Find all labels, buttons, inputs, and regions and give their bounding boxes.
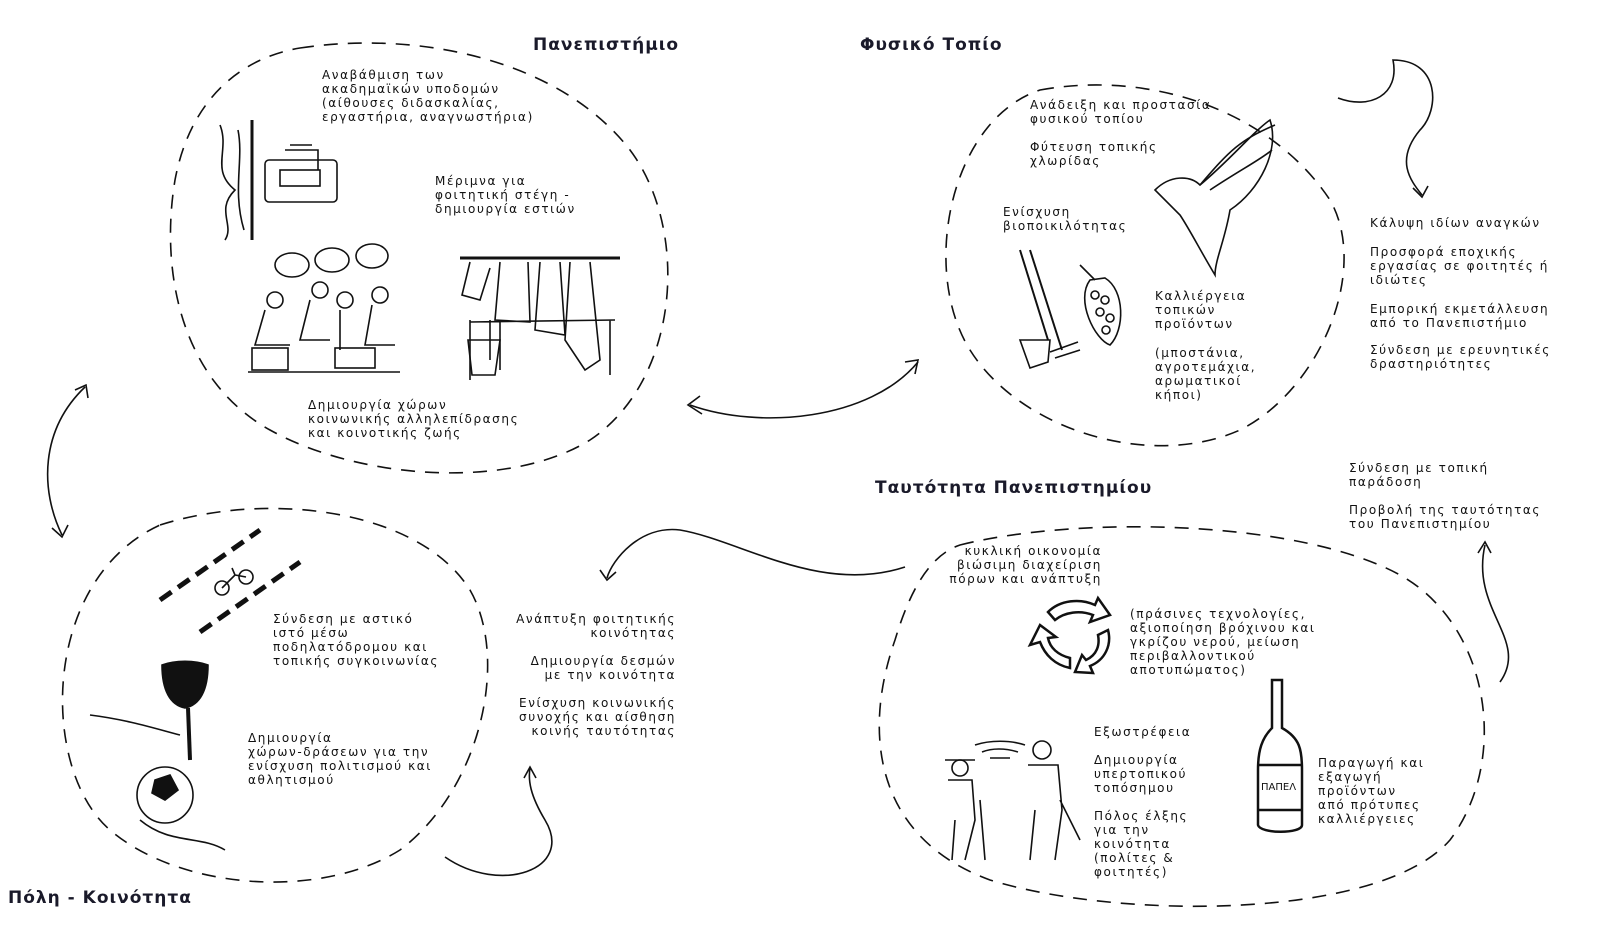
- university-item: Μέριμνα για φοιτητική στέγη - δημιουργία…: [435, 174, 576, 216]
- bird-sketch-icon: [1153, 118, 1276, 278]
- identity-item: (πράσινες τεχνολογίες, αξιοποίηση βρόχιν…: [1130, 607, 1316, 677]
- city-item: Σύνδεση με αστικό ιστό μέσω ποδηλατόδρομ…: [273, 612, 439, 668]
- nature-item: Καλλιέργεια τοπικών προϊόντων: [1155, 289, 1247, 331]
- arrowhead: [686, 359, 920, 415]
- bike-lane-sketch-icon: [158, 527, 302, 635]
- city-title: Πόλη - Κοινότητα: [8, 888, 192, 908]
- building-sketch-icon: [219, 120, 338, 241]
- nature-outside-item: Σύνδεση με ερευνητικές δραστηριότητες: [1370, 343, 1551, 371]
- double-arrow-university-city: [46, 386, 86, 536]
- identity-outside-item: Προβολή της ταυτότητας του Πανεπιστημίου: [1349, 503, 1542, 531]
- people-talking-sketch-icon: [248, 243, 400, 373]
- arrowhead: [51, 383, 89, 539]
- university-item: Δημιουργία χώρων κοινωνικής αλληλεπίδρασ…: [308, 398, 520, 440]
- clothesline-sketch-icon: [460, 256, 620, 380]
- arrowhead: [599, 569, 617, 582]
- nature-outside-item: Προσφορά εποχικής εργασίας σε φοιτητές ή…: [1370, 245, 1549, 287]
- identity-item: Εξωστρέφεια: [1094, 725, 1192, 739]
- identity-item: Παραγωγή και εξαγωγή προϊόντων από πρότυ…: [1318, 756, 1425, 826]
- university-title: Πανεπιστήμιο: [533, 35, 680, 55]
- university-item: Αναβάθμιση των ακαδημαϊκών υποδομών (αίθ…: [322, 68, 534, 124]
- identity-item: Δημιουργία υπερτοπικού τοπόσημου: [1094, 753, 1188, 795]
- city-outside-item: Ανάπτυξη φοιτητικής κοινότητας: [516, 612, 676, 640]
- double-arrow-university-nature: [689, 361, 919, 419]
- football-sketch-icon: [136, 766, 226, 851]
- nature-outside-item: Εμπορική εκμετάλλευση από το Πανεπιστήμι…: [1370, 302, 1550, 330]
- arrowhead: [1412, 185, 1429, 199]
- arrowhead: [523, 765, 537, 779]
- city-boundary: [61, 507, 489, 883]
- identity-item: κυκλική οικονομία βιώσιμη διαχείριση πόρ…: [949, 544, 1102, 586]
- bottle-label: ΠΑΠΕΛ: [1261, 782, 1297, 793]
- city-outside-item: Ενίσχυση κοινωνικής συνοχής και αίσθηση …: [519, 696, 676, 738]
- garden-tools-sketch-icon: [1018, 249, 1081, 370]
- university-boundary: [169, 42, 669, 474]
- nature-item: Ενίσχυση βιοποικιλότητας: [1003, 205, 1128, 233]
- recycle-icon: [1027, 595, 1112, 675]
- nature-item: Ανάδειξη και προστασία φυσικού τοπίου: [1030, 98, 1212, 126]
- city-item: Δημιουργία χώρων-δράσεων για την ενίσχυσ…: [248, 731, 432, 787]
- city-outside-item: Δημιουργία δεσμών με την κοινότητα: [530, 654, 676, 682]
- arrow-city-loop: [444, 767, 553, 877]
- identity-outside-item: Σύνδεση με τοπική παράδοση: [1349, 461, 1489, 489]
- theatre-mask-sketch-icon: [89, 660, 209, 761]
- nature-title: Φυσικό Τοπίο: [860, 35, 1003, 55]
- arrowhead: [1477, 540, 1492, 554]
- identity-boundary: [878, 525, 1486, 908]
- grapes-sketch-icon: [1079, 264, 1122, 346]
- nature-item: Φύτευση τοπικής χλωρίδας: [1030, 140, 1158, 168]
- arrow-nature-spiral: [1337, 59, 1434, 196]
- identity-title: Ταυτότητα Πανεπιστημίου: [875, 478, 1153, 498]
- wine-bottle-sketch-icon: [1256, 678, 1304, 833]
- identity-item: Πόλος έλξης για την κοινότητα (πολίτες &…: [1094, 809, 1189, 879]
- arrow-identity-up: [1481, 544, 1510, 683]
- people-landmark-sketch-icon: [945, 740, 1081, 861]
- nature-outside-item: Κάλυψη ιδίων αναγκών: [1370, 216, 1541, 230]
- nature-boundary: [945, 84, 1345, 447]
- arrow-identity-to-city: [606, 528, 906, 579]
- nature-item: (μποστάνια, αγροτεμάχια, αρωματικοί κήπο…: [1155, 346, 1257, 402]
